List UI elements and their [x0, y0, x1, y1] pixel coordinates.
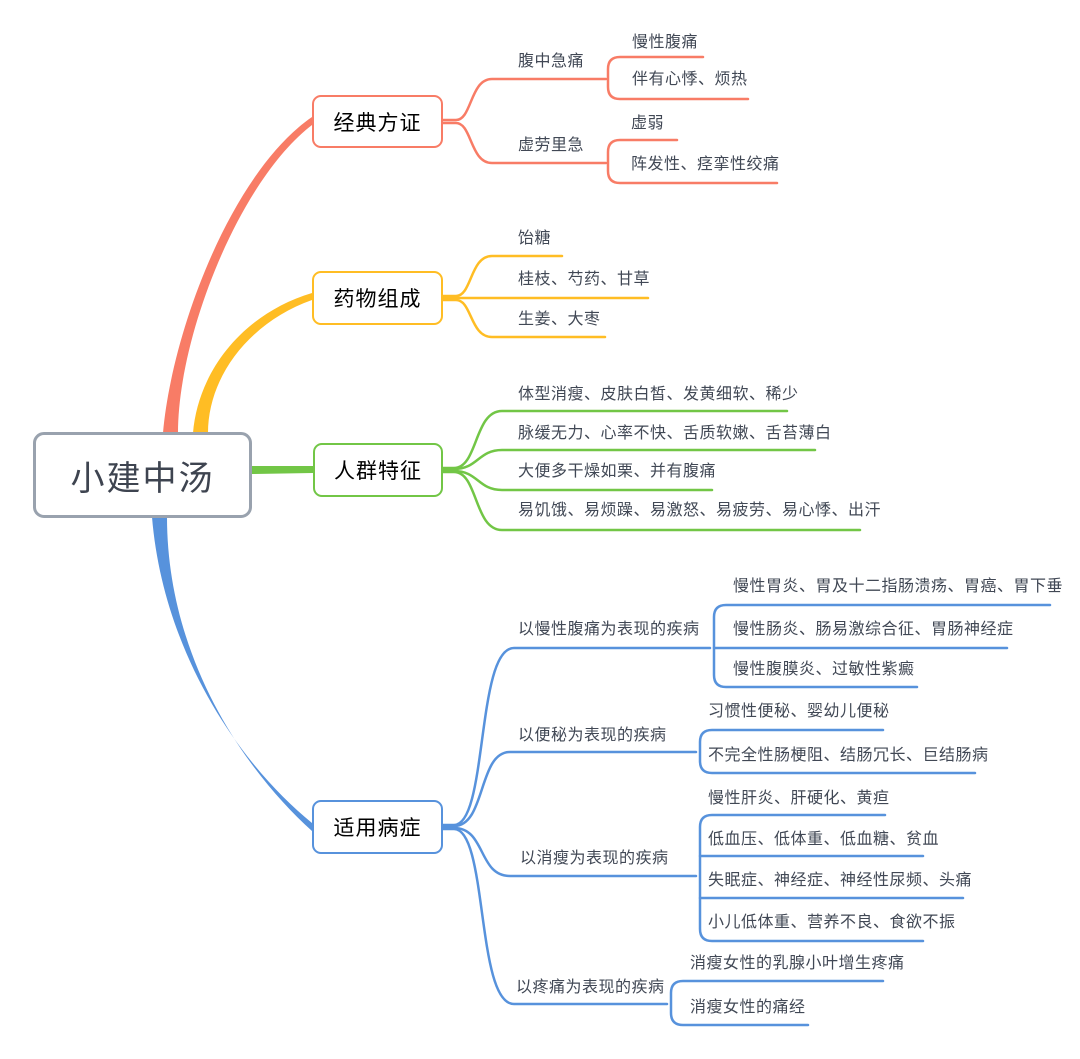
branch-classic-formula-label: 经典方证	[333, 111, 422, 135]
branch-population-traits-label: 人群特征	[334, 460, 422, 483]
leaf-chronic-abdominal-pain[interactable]: 慢性腹痛	[632, 34, 699, 51]
subtopic-deficiency-urgency[interactable]: 虚劳里急	[518, 137, 585, 154]
root-connector-crowd	[252, 466, 313, 474]
branch-connectors-composition	[441, 254, 650, 339]
branch-connectors-indications	[441, 603, 1052, 1027]
subtopic-easily-hungry[interactable]: 易饥饿、易烦躁、易激怒、易疲劳、易心悸、出汗	[518, 502, 882, 519]
leaf-palpitation-heat[interactable]: 伴有心悸、烦热	[632, 71, 748, 88]
subtopic-weak-pulse[interactable]: 脉缓无力、心率不快、舌质软嫩、舌苔薄白	[518, 425, 832, 442]
leaf-habitual-constipation[interactable]: 习惯性便秘、婴幼儿便秘	[708, 703, 890, 720]
root-connector-indications	[152, 517, 312, 831]
subtopic-guizhi-shaoyao-gancao[interactable]: 桂枝、芍药、甘草	[518, 271, 651, 288]
subtopic-maltose[interactable]: 饴糖	[518, 230, 552, 247]
leaf-insomnia-neurosis[interactable]: 失眠症、神经症、神经性尿频、头痛	[708, 872, 973, 889]
subtopic-pain-diseases[interactable]: 以疼痛为表现的疾病	[516, 979, 665, 996]
leaf-child-low-weight[interactable]: 小儿低体重、营养不良、食欲不振	[708, 914, 956, 931]
branch-indications-label: 适用病症	[333, 817, 422, 840]
branch-population-traits[interactable]: 人群特征	[313, 443, 443, 497]
branch-indications[interactable]: 适用病症	[312, 800, 443, 854]
root-connector-classic	[163, 117, 312, 433]
leaf-enteritis-ibs[interactable]: 慢性肠炎、肠易激综合征、胃肠神经症	[733, 621, 1014, 638]
leaf-breast-hyperplasia-pain[interactable]: 消瘦女性的乳腺小叶增生疼痛	[690, 955, 905, 972]
subtopic-constipation-diseases[interactable]: 以便秘为表现的疾病	[518, 727, 667, 744]
leaf-peritonitis-purpura[interactable]: 慢性腹膜炎、过敏性紫癜	[733, 661, 915, 678]
leaf-spasmodic-colic[interactable]: 阵发性、痉挛性绞痛	[631, 156, 780, 173]
branch-classic-formula[interactable]: 经典方证	[312, 95, 443, 148]
root-connector-composition	[193, 293, 312, 433]
leaf-intestinal-obstruction[interactable]: 不完全性肠梗阻、结肠冗长、巨结肠病	[708, 747, 989, 764]
subtopic-thin-body[interactable]: 体型消瘦、皮肤白皙、发黄细软、稀少	[518, 386, 799, 403]
leaf-weakness[interactable]: 虚弱	[631, 115, 665, 132]
leaf-dysmenorrhea[interactable]: 消瘦女性的痛经	[690, 999, 806, 1016]
leaf-hepatitis-cirrhosis[interactable]: 慢性肝炎、肝硬化、黄疸	[708, 790, 890, 807]
subtopic-abdominal-urgent-pain[interactable]: 腹中急痛	[518, 53, 585, 70]
subtopic-emaciation-diseases[interactable]: 以消瘦为表现的疾病	[520, 850, 669, 867]
subtopic-ginger-jujube[interactable]: 生姜、大枣	[518, 311, 601, 328]
subtopic-dry-stool[interactable]: 大便多干燥如栗、并有腹痛	[518, 463, 717, 480]
branch-connectors-classic	[441, 55, 779, 185]
root-topic[interactable]: 小建中汤	[33, 432, 252, 518]
root-topic-label: 小建中汤	[70, 459, 215, 498]
branch-herb-composition[interactable]: 药物组成	[312, 271, 443, 325]
leaf-gastritis-ulcer[interactable]: 慢性胃炎、胃及十二指肠溃疡、胃癌、胃下垂	[733, 578, 1064, 595]
leaf-hypotension-anemia[interactable]: 低血压、低体重、低血糖、贫血	[708, 831, 940, 848]
branch-herb-composition-label: 药物组成	[333, 288, 422, 311]
branch-connectors-crowd	[441, 409, 862, 532]
subtopic-chronic-abdominal-pain-diseases[interactable]: 以慢性腹痛为表现的疾病	[518, 621, 700, 638]
